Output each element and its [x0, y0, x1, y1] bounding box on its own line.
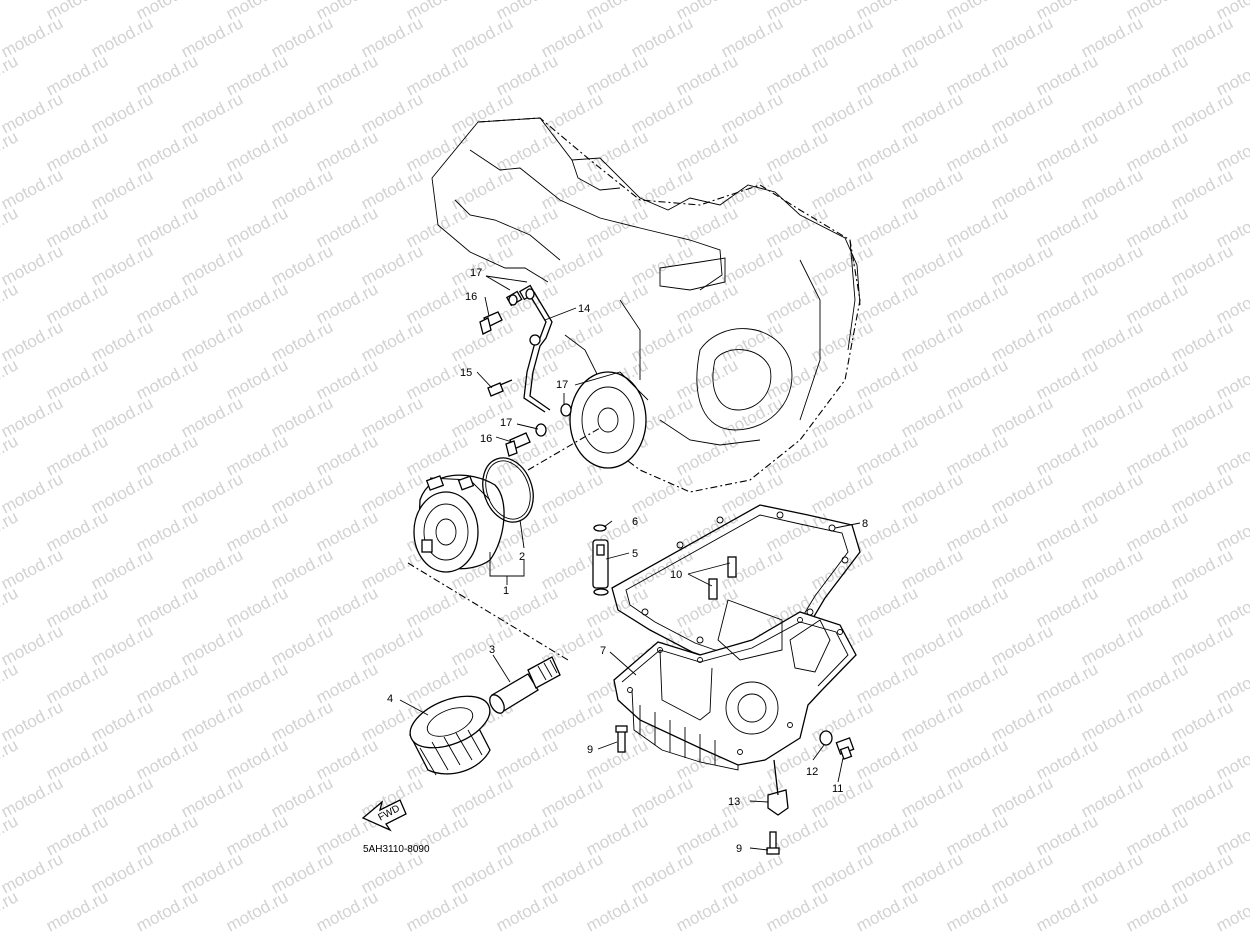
watermark-text: motod.ru	[763, 887, 831, 935]
callout-10: 10	[670, 569, 682, 581]
pipes	[708, 556, 737, 600]
oil-pan	[613, 599, 857, 771]
watermark-text: motod.ru	[853, 887, 921, 935]
fwd-arrow-icon: FWD	[361, 799, 407, 832]
watermark-text: motod.ru	[1213, 811, 1250, 859]
watermark-text: motod.ru	[1213, 659, 1250, 707]
callout-13: 13	[728, 796, 740, 808]
callout-8: 8	[862, 518, 868, 530]
watermark-text: motod.ru	[1213, 735, 1250, 783]
watermark-text: motod.ru	[0, 887, 21, 935]
callout-11: 11	[832, 783, 843, 795]
leader-lines	[399, 275, 861, 851]
callout-2: 2	[519, 551, 525, 563]
callout-9-upper: 9	[587, 744, 593, 756]
callout-9-lower: 9	[736, 843, 742, 855]
watermark-text: motod.ru	[0, 0, 21, 24]
o-ring	[482, 457, 534, 523]
callout-5: 5	[632, 548, 638, 560]
watermark-text: motod.ru	[0, 583, 21, 631]
callout-17-left: 17	[500, 417, 512, 429]
watermark-text: motod.ru	[43, 887, 111, 935]
oil-filter	[409, 695, 491, 776]
callout-6: 6	[632, 516, 638, 528]
drain-bolt	[835, 737, 855, 760]
watermark-text: motod.ru	[223, 887, 291, 935]
callout-4: 4	[387, 693, 393, 705]
watermark-text: motod.ru	[673, 887, 741, 935]
callout-14: 14	[578, 303, 590, 315]
watermark-text: motod.ru	[1033, 887, 1101, 935]
callout-1: 1	[503, 585, 509, 597]
bolt-15	[487, 379, 513, 397]
bolt-9-lower	[766, 831, 780, 855]
engine-outline	[431, 117, 861, 493]
watermark-text: motod.ru	[1213, 431, 1250, 479]
watermark-text: motod.ru	[1213, 51, 1250, 99]
o-ring-small	[593, 524, 607, 532]
callout-12: 12	[806, 766, 818, 778]
watermark-text: motod.ru	[583, 887, 651, 935]
watermark-text: motod.ru	[1213, 507, 1250, 555]
bolt-16-upper	[479, 311, 503, 335]
callout-17-top: 17	[470, 267, 482, 279]
watermark-text: motod.ru	[0, 203, 21, 251]
bracket-13	[767, 759, 789, 816]
callout-7: 7	[600, 645, 606, 657]
callout-17-right: 17	[556, 379, 568, 391]
watermark-text: motod.ru	[0, 127, 21, 175]
watermark-text: motod.ru	[493, 887, 561, 935]
watermark-text: motod.ru	[1213, 203, 1250, 251]
strainer	[592, 539, 609, 596]
watermark-text: motod.ru	[0, 355, 21, 403]
watermark-text: motod.ru	[0, 507, 21, 555]
callout-15: 15	[460, 367, 472, 379]
watermark-text: motod.ru	[403, 887, 471, 935]
watermark-text: motod.ru	[1213, 583, 1250, 631]
watermark-text: motod.ru	[0, 659, 21, 707]
washer-17	[508, 288, 572, 437]
watermark-text: motod.ru	[1213, 279, 1250, 327]
watermark-text: motod.ru	[313, 887, 381, 935]
watermark-text: motod.ru	[1213, 355, 1250, 403]
callout-3: 3	[489, 644, 495, 656]
watermark-text: motod.ru	[0, 279, 21, 327]
watermark-text: motod.ru	[0, 51, 21, 99]
watermark-text: motod.ru	[1213, 127, 1250, 175]
callout-16-lower: 16	[480, 433, 492, 445]
bolt-9-upper	[615, 725, 628, 753]
watermark-text: motod.ru	[1213, 887, 1250, 935]
watermark-text: motod.ru	[1123, 887, 1191, 935]
gasket-12	[819, 730, 833, 746]
union-bolt	[489, 656, 561, 714]
callout-16-upper: 16	[465, 291, 477, 303]
diagram-code: 5AH3110-8090	[363, 844, 430, 855]
watermark-text: motod.ru	[0, 431, 21, 479]
watermark-text: motod.ru	[943, 887, 1011, 935]
oil-cooler	[413, 474, 505, 573]
watermark-text: motod.ru	[0, 811, 21, 859]
watermark-text: motod.ru	[133, 887, 201, 935]
watermark-text: motod.ru	[0, 735, 21, 783]
